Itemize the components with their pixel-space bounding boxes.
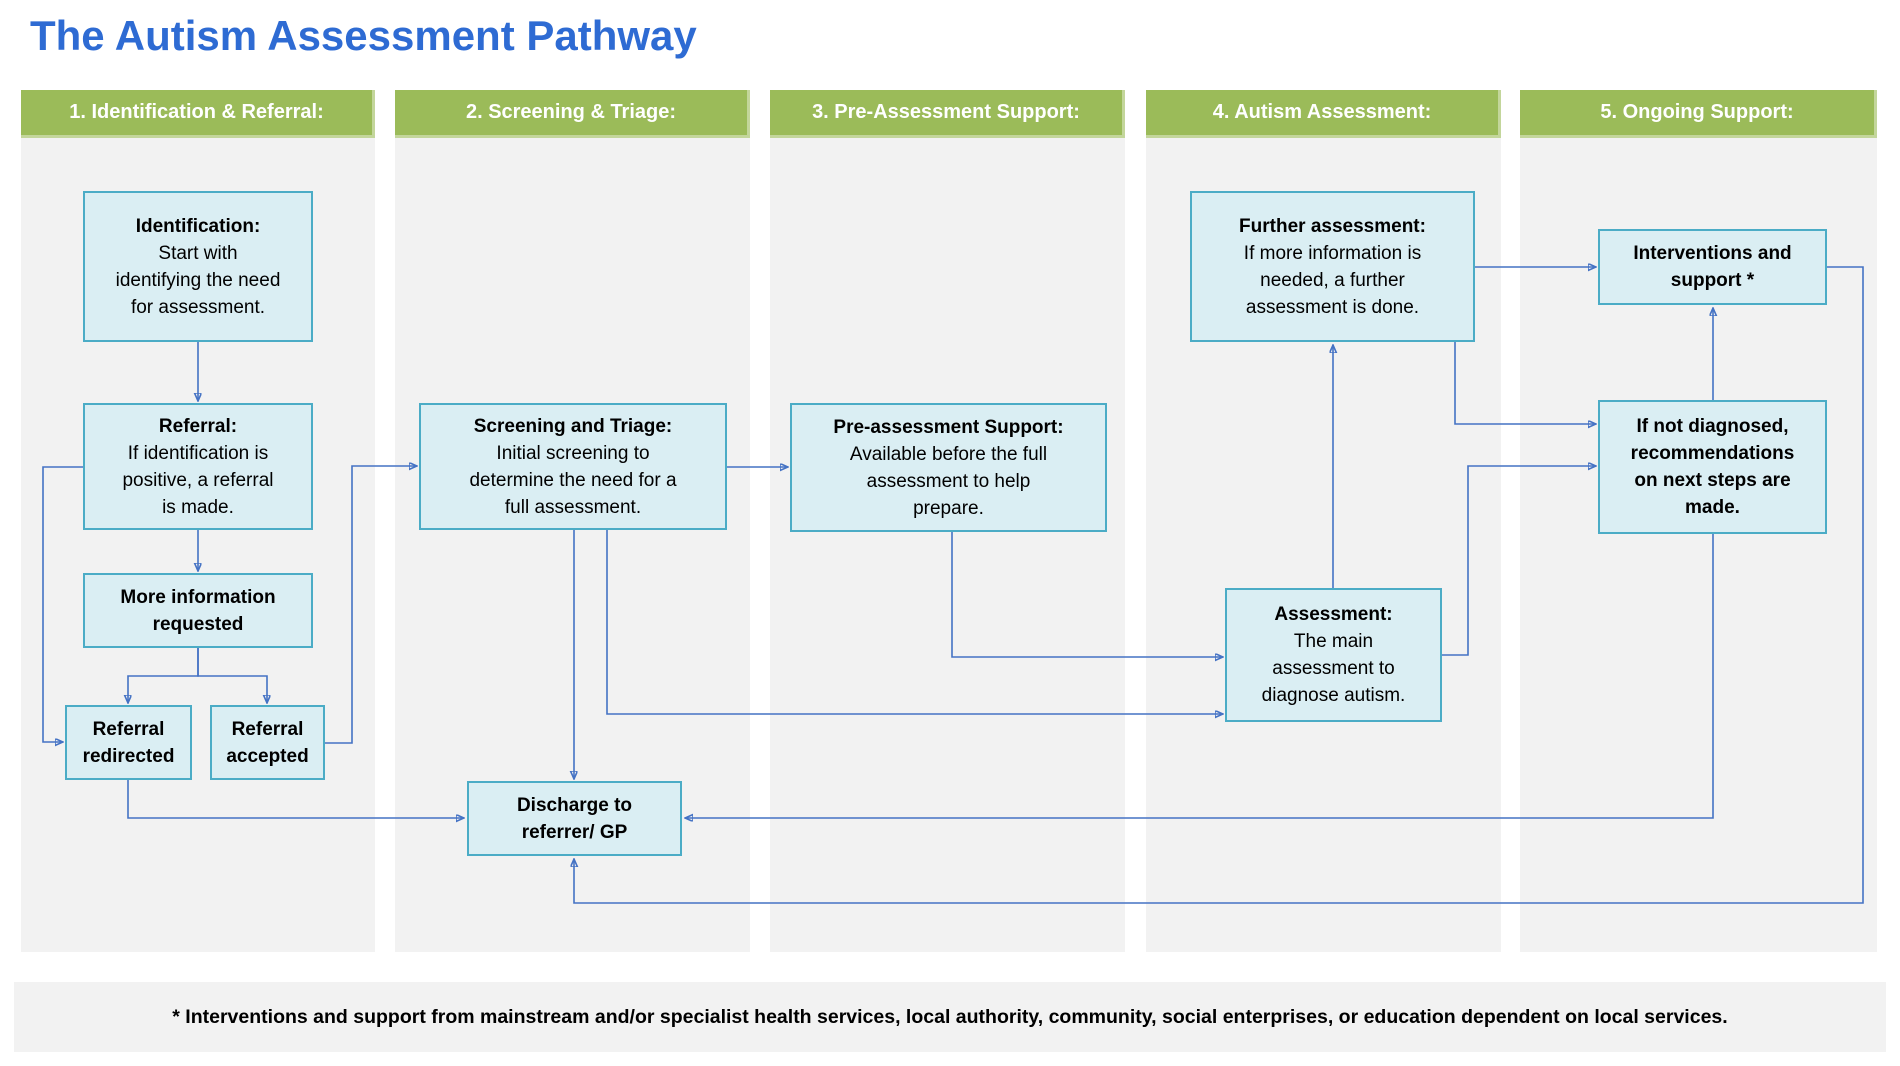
- node-identification-title: Identification:: [135, 215, 261, 237]
- node-identification-body: Start with identifying the need for asse…: [115, 242, 281, 318]
- node-assessment-title: Assessment:: [1274, 604, 1393, 625]
- node-identification: Identification: Start with identifying t…: [83, 191, 313, 342]
- node-more-information-requested: More information requested: [83, 573, 313, 648]
- node-further-assessment: Further assessment: If more information …: [1190, 191, 1475, 342]
- node-referral-body: If identification is positive, a referra…: [122, 442, 274, 518]
- node-if-not-diagnosed-title: If not diagnosed, recommendations on nex…: [1630, 416, 1795, 518]
- node-assessment-body: The main assessment to diagnose autism.: [1261, 631, 1406, 706]
- node-more-information-title: More information requested: [120, 586, 276, 635]
- footnote-text: * Interventions and support from mainstr…: [172, 1006, 1728, 1028]
- node-further-assessment-body: If more information is needed, a further…: [1243, 242, 1422, 318]
- column-header-autism-assessment: 4. Autism Assessment:: [1146, 90, 1501, 138]
- column-header-ongoing-support: 5. Ongoing Support:: [1520, 90, 1877, 138]
- page-title: The Autism Assessment Pathway: [30, 12, 697, 59]
- node-referral-redirected: Referral redirected: [65, 705, 192, 780]
- node-interventions-title: Interventions and support *: [1633, 243, 1792, 291]
- node-discharge: Discharge to referrer/ GP: [467, 781, 682, 856]
- node-referral-accepted-title: Referral accepted: [226, 718, 309, 767]
- node-assessment: Assessment: The main assessment to diagn…: [1225, 588, 1442, 722]
- node-screening-title: Screening and Triage:: [473, 415, 673, 437]
- node-referral-title: Referral:: [158, 415, 238, 437]
- node-screening-body: Initial screening to determine the need …: [469, 442, 677, 518]
- node-if-not-diagnosed: If not diagnosed, recommendations on nex…: [1598, 400, 1827, 534]
- node-referral: Referral: If identification is positive,…: [83, 403, 313, 530]
- column-header-identification-referral: 1. Identification & Referral:: [21, 90, 375, 138]
- node-pre-assessment-title: Pre-assessment Support:: [833, 416, 1064, 438]
- node-pre-assessment-body: Available before the full assessment to …: [849, 443, 1048, 519]
- column-header-screening-triage: 2. Screening & Triage:: [395, 90, 750, 138]
- node-interventions-support: Interventions and support *: [1598, 229, 1827, 305]
- column-header-pre-assessment-support: 3. Pre-Assessment Support:: [770, 90, 1125, 138]
- node-discharge-title: Discharge to referrer/ GP: [516, 794, 633, 843]
- node-referral-accepted: Referral accepted: [210, 705, 325, 780]
- footnote-bar: * Interventions and support from mainstr…: [14, 982, 1886, 1052]
- node-further-assessment-title: Further assessment:: [1239, 215, 1426, 237]
- node-referral-redirected-title: Referral redirected: [82, 718, 175, 767]
- node-screening-triage: Screening and Triage: Initial screening …: [419, 403, 727, 530]
- node-pre-assessment-support: Pre-assessment Support: Available before…: [790, 403, 1107, 532]
